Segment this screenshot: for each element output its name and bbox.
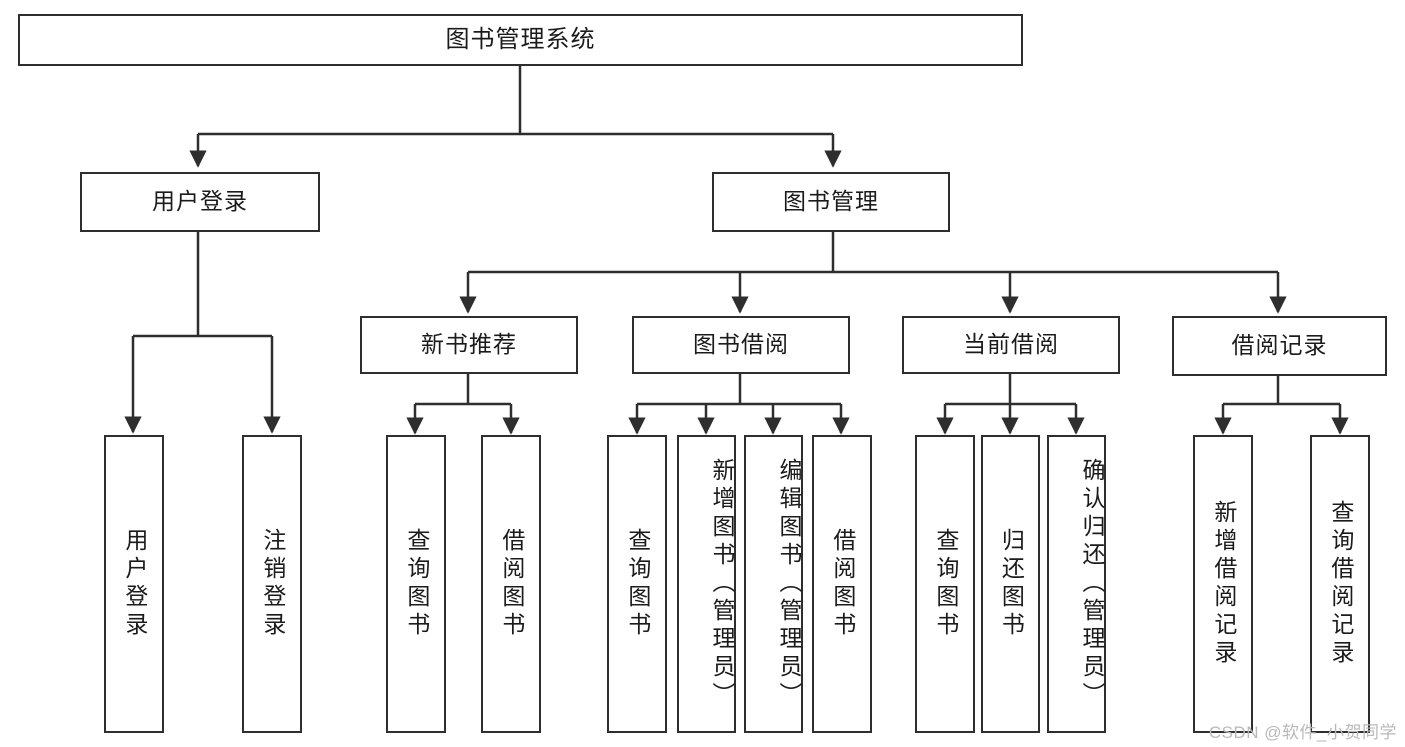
node-label: 用户登录 (152, 188, 248, 215)
leaf-user-login-logout[interactable]: 注销登录 (242, 435, 302, 733)
node-label: 注销登录 (259, 528, 286, 640)
node-root-system[interactable]: 图书管理系统 (18, 14, 1023, 66)
leaf-borrow-edit-book-admin[interactable]: 编辑图书（管理员） (744, 435, 803, 733)
node-label: 查询图书 (932, 528, 959, 640)
node-label: 借阅图书 (829, 528, 856, 640)
leaf-borrow-add-book-admin[interactable]: 新增图书（管理员） (677, 435, 736, 733)
node-label: 编辑图书（管理员） (776, 458, 802, 710)
leaf-record-query-record[interactable]: 查询借阅记录 (1310, 435, 1370, 733)
leaf-current-confirm-return-admin[interactable]: 确认归还（管理员） (1047, 435, 1106, 733)
csdn-watermark: CSDN @软件_小贺同学 (1208, 723, 1397, 742)
leaf-current-return-book[interactable]: 归还图书 (981, 435, 1040, 733)
node-label: 借阅图书 (498, 528, 525, 640)
node-new-book-recommend[interactable]: 新书推荐 (360, 316, 578, 374)
node-label: 当前借阅 (963, 331, 1059, 358)
node-label: 图书管理 (783, 188, 879, 215)
leaf-borrow-borrow-book[interactable]: 借阅图书 (812, 435, 872, 733)
node-label: 借阅记录 (1231, 332, 1328, 359)
node-book-borrow[interactable]: 图书借阅 (632, 316, 850, 374)
leaf-record-add-record[interactable]: 新增借阅记录 (1193, 435, 1253, 733)
leaf-current-query-book[interactable]: 查询图书 (915, 435, 975, 733)
node-borrow-record[interactable]: 借阅记录 (1172, 316, 1387, 376)
node-label: 图书借阅 (693, 331, 789, 358)
leaf-recommend-borrow-book[interactable]: 借阅图书 (481, 435, 541, 733)
node-label: 查询图书 (624, 528, 651, 640)
leaf-user-login-login[interactable]: 用户登录 (104, 435, 164, 733)
node-user-login[interactable]: 用户登录 (80, 172, 320, 232)
node-label: 图书管理系统 (445, 25, 596, 53)
node-label: 确认归还（管理员） (1079, 458, 1105, 710)
node-label: 新书推荐 (421, 331, 517, 358)
node-current-borrow[interactable]: 当前借阅 (902, 316, 1120, 374)
leaf-recommend-query-book[interactable]: 查询图书 (386, 435, 446, 733)
node-label: 新增借阅记录 (1210, 500, 1237, 668)
node-label: 用户登录 (121, 528, 148, 640)
node-label: 查询图书 (403, 528, 430, 640)
node-label: 查询借阅记录 (1327, 500, 1354, 668)
node-book-management[interactable]: 图书管理 (712, 172, 950, 232)
leaf-borrow-query-book[interactable]: 查询图书 (607, 435, 667, 733)
node-label: 新增图书（管理员） (709, 458, 735, 710)
node-label: 归还图书 (998, 528, 1025, 640)
